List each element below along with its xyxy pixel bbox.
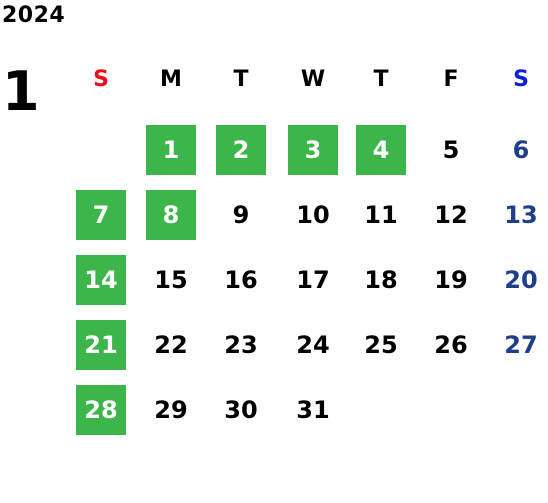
day-cell-21[interactable]: 21 — [76, 320, 126, 370]
weekday-header-1: M — [160, 67, 182, 92]
weekday-header-4: T — [373, 67, 389, 92]
year-label: 2024 — [2, 3, 66, 28]
day-cell-13[interactable]: 13 — [504, 201, 538, 229]
day-cell-11[interactable]: 11 — [364, 201, 398, 229]
day-cell-7[interactable]: 7 — [76, 190, 126, 240]
day-cell-23[interactable]: 23 — [224, 331, 258, 359]
weekday-header-0: S — [93, 67, 109, 92]
weekday-header-6: S — [513, 67, 529, 92]
weekday-header-3: W — [300, 67, 326, 92]
day-cell-19[interactable]: 19 — [434, 266, 468, 294]
weekday-header-5: F — [443, 67, 459, 92]
day-cell-2[interactable]: 2 — [216, 125, 266, 175]
day-cell-24[interactable]: 24 — [296, 331, 330, 359]
day-cell-27[interactable]: 27 — [504, 331, 538, 359]
day-cell-30[interactable]: 30 — [224, 396, 258, 424]
day-cell-26[interactable]: 26 — [434, 331, 468, 359]
day-cell-17[interactable]: 17 — [296, 266, 330, 294]
day-cell-25[interactable]: 25 — [364, 331, 398, 359]
day-cell-28[interactable]: 28 — [76, 385, 126, 435]
day-cell-3[interactable]: 3 — [288, 125, 338, 175]
day-cell-16[interactable]: 16 — [224, 266, 258, 294]
weekday-header-2: T — [233, 67, 249, 92]
day-cell-9[interactable]: 9 — [232, 201, 250, 229]
day-cell-18[interactable]: 18 — [364, 266, 398, 294]
day-cell-14[interactable]: 14 — [76, 255, 126, 305]
month-label: 1 — [2, 60, 40, 123]
day-cell-20[interactable]: 20 — [504, 266, 538, 294]
day-cell-31[interactable]: 31 — [296, 396, 330, 424]
day-cell-6[interactable]: 6 — [512, 136, 530, 164]
day-cell-1[interactable]: 1 — [146, 125, 196, 175]
day-cell-29[interactable]: 29 — [154, 396, 188, 424]
day-cell-22[interactable]: 22 — [154, 331, 188, 359]
day-cell-8[interactable]: 8 — [146, 190, 196, 240]
day-cell-4[interactable]: 4 — [356, 125, 406, 175]
day-cell-12[interactable]: 12 — [434, 201, 468, 229]
day-cell-10[interactable]: 10 — [296, 201, 330, 229]
day-cell-15[interactable]: 15 — [154, 266, 188, 294]
day-cell-5[interactable]: 5 — [442, 136, 460, 164]
